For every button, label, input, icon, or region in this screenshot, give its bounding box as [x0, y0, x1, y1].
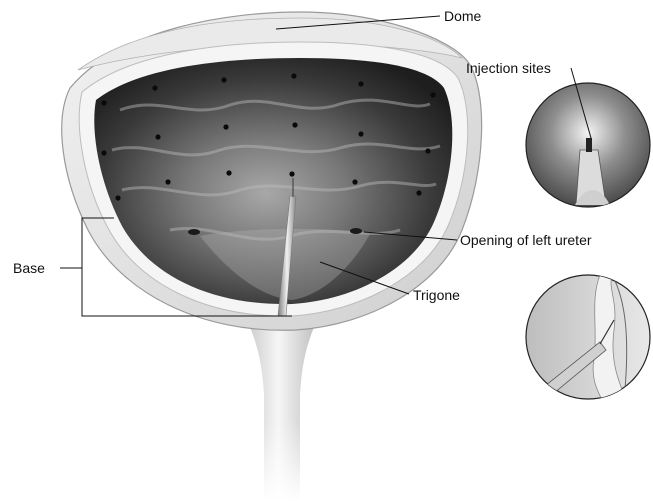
injection-dot	[226, 170, 231, 175]
right-ureter-opening	[188, 229, 200, 235]
left-ureter-opening	[350, 228, 362, 234]
injection-dot	[416, 190, 421, 195]
injection-dot	[101, 100, 106, 105]
injection-dot	[425, 148, 430, 153]
injection-dot	[223, 124, 228, 129]
injection-dot	[430, 92, 435, 97]
injection-dot	[352, 179, 357, 184]
injection-dot	[221, 77, 226, 82]
injection-dot	[358, 81, 363, 86]
injection-dot	[101, 150, 106, 155]
injection-dot	[152, 85, 157, 90]
urethra-fade	[255, 420, 315, 501]
injection-dot	[155, 134, 160, 139]
trigone-label: Trigone	[413, 287, 460, 303]
dome-label: Dome	[444, 8, 481, 24]
injection-sites-label: Injection sites	[466, 60, 551, 76]
inset-injection-closeup	[526, 83, 650, 207]
ureter-opening-label: Opening of left ureter	[460, 232, 592, 248]
injection-dot	[115, 195, 120, 200]
injection-dot	[358, 131, 363, 136]
injection-dot	[291, 73, 296, 78]
injection-dot	[292, 122, 297, 127]
inset-wall-closeup	[526, 275, 650, 400]
base-label: Base	[13, 260, 45, 276]
injection-dot	[289, 171, 294, 176]
injection-dot	[165, 179, 170, 184]
